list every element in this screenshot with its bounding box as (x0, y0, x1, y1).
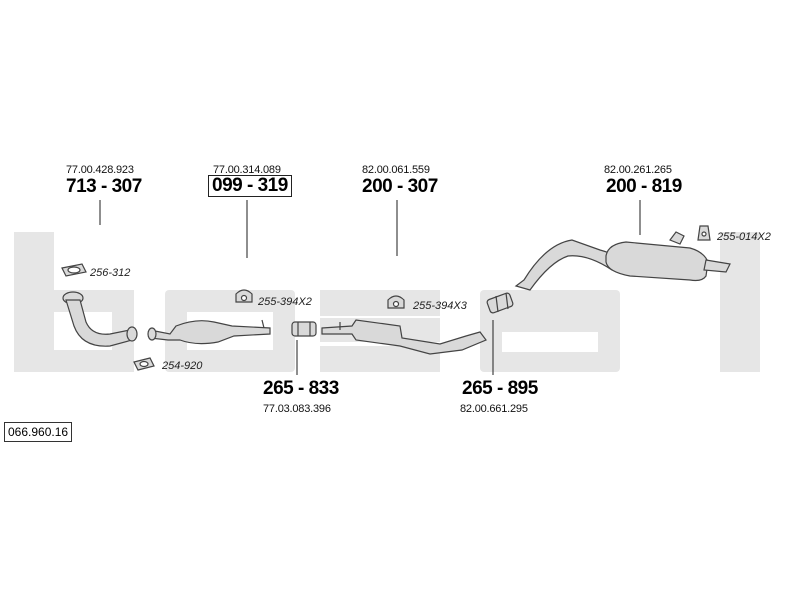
clamp-265-895 (486, 292, 514, 314)
oem-number: 77.03.083.396 (263, 403, 331, 415)
rubber-mount-icon (387, 295, 405, 309)
clamp-265-833 (291, 321, 317, 337)
part-number[interactable]: 099 - 319 (208, 175, 292, 197)
part-number[interactable]: 265 - 895 (462, 378, 538, 399)
front-pipe-713-307 (62, 291, 138, 347)
part-number[interactable]: 265 - 833 (263, 378, 339, 399)
accessory-code[interactable]: 255-394X2 (258, 296, 312, 308)
part-number[interactable]: 713 - 307 (66, 176, 142, 197)
rear-silencer-200-819 (514, 231, 731, 291)
accessory-code[interactable]: 255-014X2 (717, 231, 771, 243)
gasket-icon (133, 357, 155, 371)
oem-number: 82.00.061.559 (362, 164, 430, 176)
part-number[interactable]: 200 - 819 (606, 176, 682, 197)
accessory-code[interactable]: 254-920 (162, 360, 203, 372)
oem-number: 77.00.314.089 (213, 164, 281, 176)
gasket-icon (61, 263, 87, 277)
part-number[interactable]: 200 - 307 (362, 176, 438, 197)
accessory-code[interactable]: 255-394X3 (413, 300, 467, 312)
accessory-code[interactable]: 256-312 (90, 267, 131, 279)
oem-number: 77.00.428.923 (66, 164, 134, 176)
oem-number: 82.00.661.295 (460, 403, 528, 415)
diagram-reference-number: 066.960.16 (4, 422, 73, 442)
oem-number: 82.00.261.265 (604, 164, 672, 176)
catalyst-099-319 (147, 319, 271, 345)
rubber-mount-icon (235, 289, 253, 303)
centre-pipe-200-307 (321, 319, 487, 355)
rubber-mount-icon (697, 225, 711, 241)
